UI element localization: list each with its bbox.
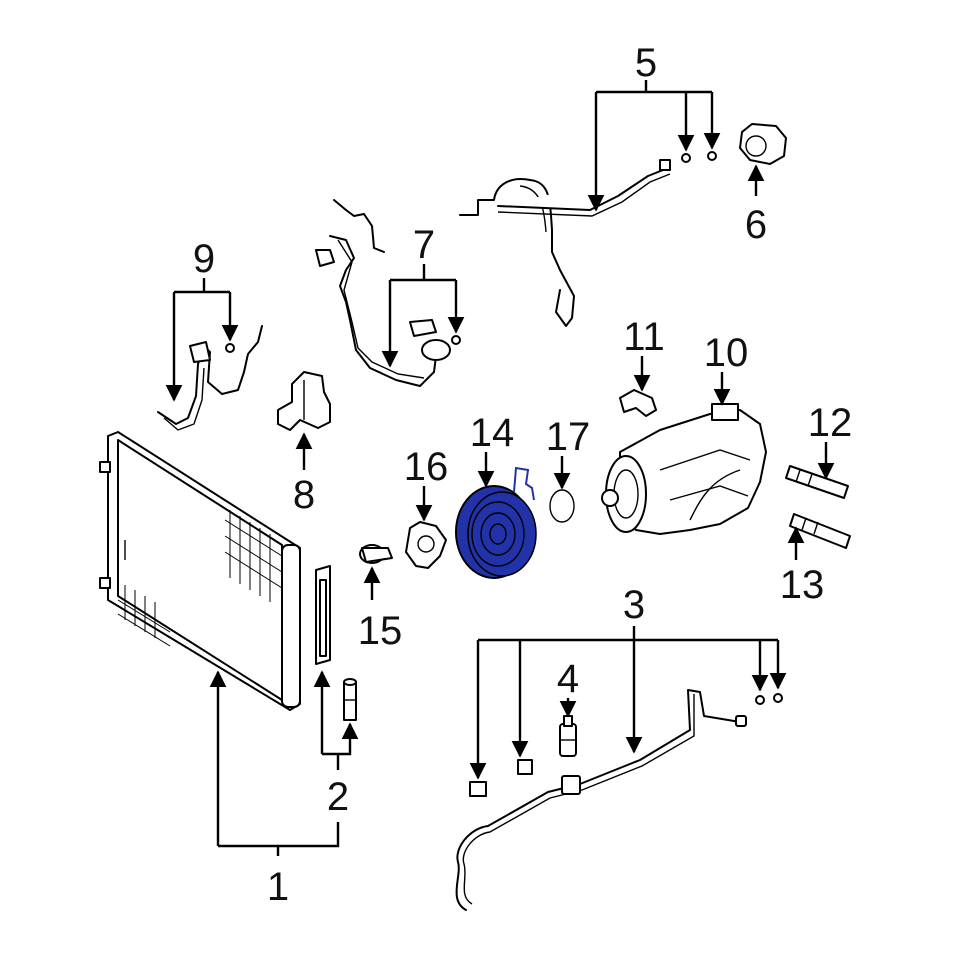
callout-17: 17 — [546, 415, 591, 459]
callout-13: 13 — [780, 563, 825, 607]
receiver-drier-part[interactable] — [315, 565, 357, 721]
leader-lines — [165, 80, 835, 856]
condenser-part[interactable] — [99, 431, 301, 711]
ac-hose-part[interactable] — [455, 689, 783, 911]
seal-tube-12-part[interactable] — [785, 465, 849, 499]
callout-15: 15 — [358, 609, 403, 653]
callout-12: 12 — [808, 401, 853, 445]
bracket-part[interactable] — [277, 371, 331, 431]
callout-7: 7 — [413, 223, 435, 267]
callout-11: 11 — [623, 315, 665, 359]
callout-16: 16 — [404, 445, 449, 489]
callout-9: 9 — [193, 237, 215, 281]
sensor-part[interactable] — [739, 123, 787, 165]
callout-6: 6 — [745, 203, 767, 247]
callout-4: 4 — [557, 657, 579, 701]
ac-line-part[interactable] — [459, 151, 717, 327]
ac-line-7-part[interactable] — [315, 199, 461, 387]
callout-2: 2 — [327, 775, 349, 819]
seal-tube-13-part[interactable] — [789, 513, 851, 549]
callout-labels: 1 2 3 4 5 6 7 8 9 10 11 12 13 14 15 16 1… — [193, 41, 852, 909]
compressor-part[interactable] — [601, 403, 767, 535]
callout-3: 3 — [623, 583, 645, 627]
snap-ring-part[interactable] — [549, 489, 575, 523]
callout-8: 8 — [293, 473, 315, 517]
compressor-clutch-part[interactable] — [455, 466, 537, 579]
callout-5: 5 — [635, 41, 657, 85]
callout-1: 1 — [267, 865, 289, 909]
pressure-switch-part[interactable] — [559, 715, 577, 757]
callout-10: 10 — [704, 331, 749, 375]
callout-14: 14 — [470, 411, 515, 455]
shim-part[interactable] — [405, 521, 447, 569]
ac-line-9-part[interactable] — [157, 325, 263, 431]
clip-part[interactable] — [619, 389, 657, 417]
bolt-part[interactable] — [359, 544, 393, 564]
